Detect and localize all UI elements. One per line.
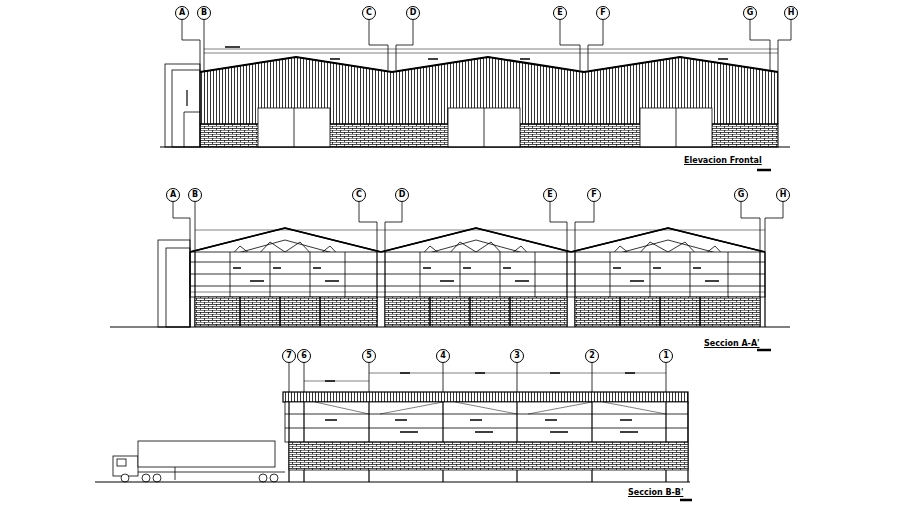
grid-label: H	[788, 9, 795, 17]
grid-bubble: 5	[362, 349, 376, 363]
grid-bubble: G	[743, 6, 757, 20]
grid-label: 5	[366, 352, 372, 360]
grid-label: A	[179, 9, 185, 17]
view-title: Elevacion Frontal	[683, 156, 763, 165]
grid-label: 4	[440, 352, 446, 360]
grid-label: G	[738, 191, 745, 199]
front-elevation	[160, 20, 791, 170]
grid-label: 2	[589, 352, 595, 360]
grid-bubble: 1	[659, 349, 673, 363]
grid-label: 7	[286, 352, 292, 360]
grid-bubble: C	[362, 6, 376, 20]
grid-bubble: A	[175, 6, 189, 20]
grid-label: B	[192, 191, 198, 199]
grid-bubble: D	[406, 6, 420, 20]
grid-label: F	[591, 191, 596, 199]
grid-label: A	[170, 191, 176, 199]
grid-label: H	[780, 191, 787, 199]
grid-label: D	[399, 191, 406, 199]
grid-bubble: H	[784, 6, 798, 20]
section-a	[110, 202, 790, 350]
grid-bubble: 6	[297, 349, 311, 363]
grid-bubble: 3	[510, 349, 524, 363]
grid-bubble: A	[166, 188, 180, 202]
grid-bubble: G	[734, 188, 748, 202]
grid-label: G	[747, 9, 754, 17]
grid-label: B	[201, 9, 207, 17]
grid-label: E	[557, 9, 562, 17]
grid-bubble: 4	[436, 349, 450, 363]
grid-label: E	[547, 191, 552, 199]
grid-bubble: 7	[282, 349, 296, 363]
grid-bubble: B	[197, 6, 211, 20]
grid-bubble: B	[188, 188, 202, 202]
grid-bubble: H	[776, 188, 790, 202]
grid-bubble: E	[553, 6, 567, 20]
grid-label: C	[366, 9, 372, 17]
grid-label: 6	[301, 352, 307, 360]
view-title: Seccion A-A'	[703, 339, 761, 348]
grid-bubble: F	[596, 6, 610, 20]
view-title: Seccion B-B'	[627, 488, 684, 497]
grid-bubble: E	[543, 188, 557, 202]
grid-label: D	[410, 9, 417, 17]
grid-bubble: F	[587, 188, 601, 202]
grid-label: 3	[514, 352, 520, 360]
grid-bubble: C	[352, 188, 366, 202]
section-b	[95, 363, 692, 500]
grid-label: F	[600, 9, 605, 17]
grid-label: 1	[663, 352, 669, 360]
grid-bubble: 2	[585, 349, 599, 363]
grid-bubble: D	[395, 188, 409, 202]
grid-label: C	[356, 191, 362, 199]
